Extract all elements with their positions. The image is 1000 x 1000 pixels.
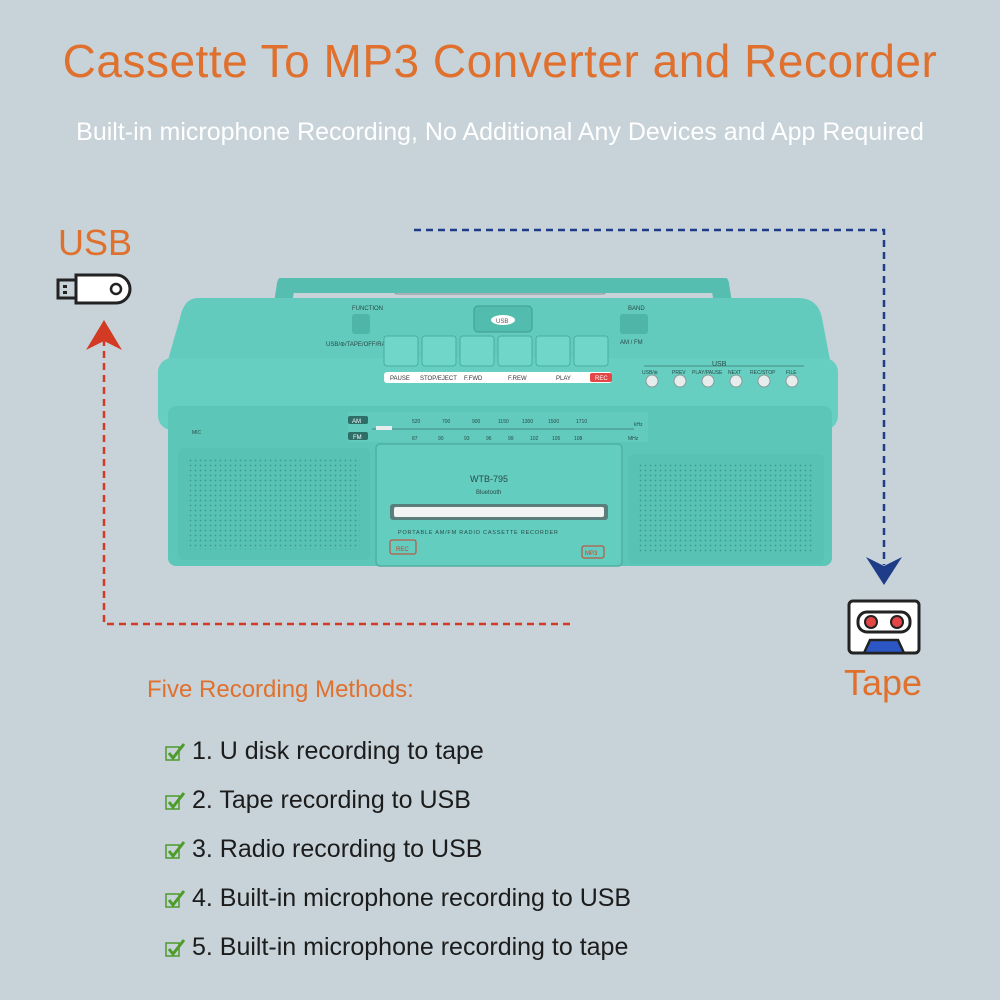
fm-freq: 96: [486, 436, 492, 442]
model-label: WTB-795: [470, 474, 508, 484]
control-label-pause: PAUSE: [390, 376, 410, 382]
bluetooth-label: Bluetooth: [476, 490, 501, 496]
usb-rec-stop-button[interactable]: [757, 374, 771, 388]
band-switch[interactable]: [620, 314, 648, 334]
fm-freq: 105: [552, 436, 561, 442]
cassette-tape-icon: [847, 599, 921, 655]
usb-button-label-rec: REC/STOP: [750, 370, 776, 376]
mp3-badge: MP3: [585, 551, 598, 557]
fm-unit: MHz: [628, 436, 639, 442]
am-freq: 1300: [522, 419, 533, 425]
ffwd-key[interactable]: [459, 335, 495, 367]
fm-freq: 87: [412, 436, 418, 442]
fm-freq: 90: [438, 436, 444, 442]
control-label-play: PLAY: [556, 376, 571, 382]
am-frequency-scale: 520 700 900 1150 1300 1500 1710 kHz: [412, 419, 643, 428]
control-label-frew: F.REW: [508, 376, 527, 382]
rec-badge: REC: [396, 547, 409, 553]
methods-heading: Five Recording Methods:: [147, 676, 414, 703]
usb-drive-icon: [56, 273, 132, 305]
list-item: 3. Radio recording to USB: [164, 825, 631, 874]
checkmark-icon: [165, 938, 186, 957]
usb-label: USB: [58, 222, 133, 263]
band-options: AM / FM: [620, 340, 643, 346]
method-text: 4. Built-in microphone recording to USB: [192, 884, 632, 912]
am-freq: 1710: [576, 419, 587, 425]
page-title: Cassette To MP3 Converter and Recorder: [62, 35, 938, 87]
usb-button-label-play: PLAY/PAUSE: [692, 370, 723, 376]
fm-frequency-scale: 87 90 93 96 99 102 105 108 MHz: [412, 436, 639, 442]
function-switch[interactable]: [352, 314, 370, 334]
radio-cassette-player: FUNCTION USB/⊛/TAPE/OFF/RADIO USB BAND A…: [158, 278, 838, 567]
function-label: FUNCTION: [352, 306, 383, 312]
am-freq: 1500: [548, 419, 559, 425]
control-label-stop: STOP/EJECT: [420, 376, 457, 382]
frew-key[interactable]: [497, 335, 533, 367]
usb-button-label-next: NEXT: [728, 370, 741, 376]
control-label-rec: REC: [595, 376, 608, 382]
rec-key[interactable]: [573, 335, 609, 367]
am-freq: 900: [472, 419, 481, 425]
method-text: 5. Built-in microphone recording to tape: [192, 933, 629, 961]
control-label-ffwd: F.FWD: [464, 376, 483, 382]
tape-dashed-line: [414, 228, 886, 565]
usb-file-button[interactable]: [785, 374, 799, 388]
tape-label: Tape: [844, 662, 923, 703]
usb-button-label-file: FILE: [786, 370, 797, 376]
stop-eject-key[interactable]: [421, 335, 457, 367]
list-item: 1. U disk recording to tape: [164, 727, 631, 776]
list-item: 4. Built-in microphone recording to USB: [164, 874, 631, 923]
checkmark-icon: [165, 791, 186, 810]
tape-arrow-head: [866, 557, 902, 585]
list-item: 2. Tape recording to USB: [164, 776, 631, 825]
usb-arrow-head: [86, 320, 122, 350]
fm-freq: 93: [464, 436, 470, 442]
usb-button-label-prev: PREV: [672, 370, 686, 376]
play-key[interactable]: [535, 335, 571, 367]
deck-caption: PORTABLE AM/FM RADIO CASSETTE RECORDER: [398, 530, 559, 536]
method-text: 2. Tape recording to USB: [192, 786, 471, 814]
checkmark-icon: [165, 742, 186, 761]
am-freq: 520: [412, 419, 421, 425]
usb-prev-button[interactable]: [673, 374, 687, 388]
pause-key[interactable]: [383, 335, 419, 367]
fm-label: FM: [353, 435, 362, 441]
usb-mode-button[interactable]: [645, 374, 659, 388]
usb-panel-header: USB: [712, 361, 727, 368]
list-item: 5. Built-in microphone recording to tape: [164, 923, 631, 972]
am-unit: kHz: [634, 422, 643, 428]
am-freq: 1150: [498, 419, 509, 425]
usb-port-label: USB: [496, 319, 508, 325]
fm-freq: 108: [574, 436, 583, 442]
usb-play-pause-button[interactable]: [701, 374, 715, 388]
band-label: BAND: [628, 306, 645, 312]
checkmark-icon: [165, 840, 186, 859]
method-text: 1. U disk recording to tape: [192, 737, 484, 765]
mic-label: MIC: [192, 430, 202, 436]
tuning-needle[interactable]: [376, 426, 392, 430]
usb-button-label-mode: USB/⊛: [642, 370, 658, 376]
method-text: 3. Radio recording to USB: [192, 835, 483, 863]
checkmark-icon: [165, 889, 186, 908]
fm-freq: 102: [530, 436, 539, 442]
page-subtitle: Built-in microphone Recording, No Additi…: [76, 118, 924, 146]
function-options: USB/⊛/TAPE/OFF/RADIO: [326, 342, 397, 348]
usb-next-button[interactable]: [729, 374, 743, 388]
am-freq: 700: [442, 419, 451, 425]
methods-list: 1. U disk recording to tape 2. Tape reco…: [164, 727, 631, 972]
am-label: AM: [352, 419, 361, 425]
fm-freq: 99: [508, 436, 514, 442]
